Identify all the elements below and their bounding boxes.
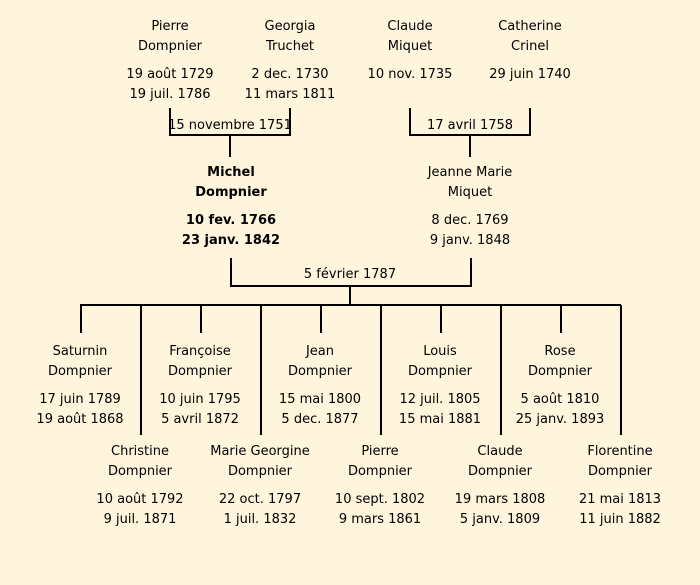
- first-name: Georgia: [264, 19, 316, 34]
- birth-date: 17 juin 1789: [39, 392, 121, 407]
- last-name: Dompnier: [107, 464, 173, 479]
- death-date: 1 juil. 1832: [223, 512, 297, 527]
- person-francoise-dompnier: Françoise Dompnier 10 juin 1795 5 avril …: [140, 342, 260, 430]
- first-name: Françoise: [169, 344, 231, 359]
- birth-date: 10 août 1792: [96, 492, 184, 507]
- person-pierre-dompnier-child: Pierre Dompnier 10 sept. 1802 9 mars 186…: [320, 442, 440, 530]
- last-name: Dompnier: [407, 364, 473, 379]
- person-catherine-crinel: Catherine Crinel 29 juin 1740: [470, 17, 590, 85]
- first-name: Michel: [207, 165, 255, 180]
- first-name: Claude: [477, 444, 523, 459]
- last-name: Dompnier: [195, 185, 267, 200]
- death-date: 19 juil. 1786: [129, 87, 211, 102]
- birth-date: 10 juin 1795: [159, 392, 241, 407]
- first-name: Claude: [387, 19, 433, 34]
- first-name: Florentine: [587, 444, 653, 459]
- last-name: Miquet: [447, 185, 493, 200]
- first-name: Pierre: [151, 19, 189, 34]
- birth-date: 15 mai 1800: [278, 392, 362, 407]
- death-date: 19 août 1868: [36, 412, 124, 427]
- death-date: 11 juin 1882: [579, 512, 661, 527]
- birth-date: 8 dec. 1769: [431, 213, 509, 228]
- death-date: 9 janv. 1848: [429, 233, 511, 248]
- birth-date: 10 fev. 1766: [185, 213, 277, 228]
- last-name: Crinel: [511, 39, 549, 54]
- death-date: 5 avril 1872: [161, 412, 239, 427]
- paternal-marriage-date: 15 novembre 1751: [168, 118, 292, 133]
- death-date: 9 juil. 1871: [103, 512, 177, 527]
- birth-date: 5 août 1810: [520, 392, 600, 407]
- person-jean-dompnier: Jean Dompnier 15 mai 1800 5 dec. 1877: [260, 342, 380, 430]
- parents-marriage-date: 5 février 1787: [303, 267, 397, 282]
- birth-date: 2 dec. 1730: [251, 67, 329, 82]
- death-date: 5 dec. 1877: [281, 412, 359, 427]
- first-name: Jean: [305, 344, 335, 359]
- person-rose-dompnier: Rose Dompnier 5 août 1810 25 janv. 1893: [500, 342, 620, 430]
- last-name: Dompnier: [227, 464, 293, 479]
- last-name: Dompnier: [167, 364, 233, 379]
- birth-date: 21 mai 1813: [578, 492, 662, 507]
- person-michel-dompnier: Michel Dompnier 10 fev. 1766 23 janv. 18…: [171, 163, 291, 251]
- death-date: 15 mai 1881: [398, 412, 482, 427]
- maternal-marriage-date: 17 avril 1758: [426, 118, 514, 133]
- death-date: 9 mars 1861: [338, 512, 422, 527]
- birth-date: 19 août 1729: [126, 67, 214, 82]
- last-name: Dompnier: [527, 364, 593, 379]
- last-name: Dompnier: [587, 464, 653, 479]
- birth-date: 29 juin 1740: [489, 67, 571, 82]
- birth-date: 22 oct. 1797: [218, 492, 302, 507]
- person-jeanne-marie-miquet: Jeanne Marie Miquet 8 dec. 1769 9 janv. …: [410, 163, 530, 251]
- person-claude-dompnier: Claude Dompnier 19 mars 1808 5 janv. 180…: [440, 442, 560, 530]
- birth-date: 10 sept. 1802: [334, 492, 426, 507]
- person-marie-georgine-dompnier: Marie Georgine Dompnier 22 oct. 1797 1 j…: [200, 442, 320, 530]
- person-florentine-dompnier: Florentine Dompnier 21 mai 1813 11 juin …: [560, 442, 680, 530]
- birth-date: 12 juil. 1805: [399, 392, 481, 407]
- death-date: 25 janv. 1893: [515, 412, 605, 427]
- last-name: Truchet: [265, 39, 315, 54]
- first-name: Marie Georgine: [210, 444, 310, 459]
- first-name: Pierre: [361, 444, 399, 459]
- first-name: Christine: [111, 444, 169, 459]
- last-name: Dompnier: [137, 39, 203, 54]
- death-date: 23 janv. 1842: [181, 233, 281, 248]
- first-name: Saturnin: [52, 344, 108, 359]
- person-christine-dompnier: Christine Dompnier 10 août 1792 9 juil. …: [80, 442, 200, 530]
- person-claude-miquet: Claude Miquet 10 nov. 1735: [350, 17, 470, 85]
- person-saturnin-dompnier: Saturnin Dompnier 17 juin 1789 19 août 1…: [20, 342, 140, 430]
- first-name: Jeanne Marie: [427, 165, 513, 180]
- birth-date: 10 nov. 1735: [367, 67, 453, 82]
- death-date: 11 mars 1811: [244, 87, 336, 102]
- first-name: Louis: [423, 344, 457, 359]
- person-georgia-truchet: Georgia Truchet 2 dec. 1730 11 mars 1811: [230, 17, 350, 105]
- last-name: Dompnier: [287, 364, 353, 379]
- birth-date: 19 mars 1808: [454, 492, 546, 507]
- last-name: Dompnier: [467, 464, 533, 479]
- last-name: Miquet: [387, 39, 433, 54]
- first-name: Catherine: [498, 19, 562, 34]
- person-pierre-dompnier: Pierre Dompnier 19 août 1729 19 juil. 17…: [110, 17, 230, 105]
- death-date: 5 janv. 1809: [459, 512, 541, 527]
- last-name: Dompnier: [47, 364, 113, 379]
- first-name: Rose: [544, 344, 576, 359]
- person-louis-dompnier: Louis Dompnier 12 juil. 1805 15 mai 1881: [380, 342, 500, 430]
- last-name: Dompnier: [347, 464, 413, 479]
